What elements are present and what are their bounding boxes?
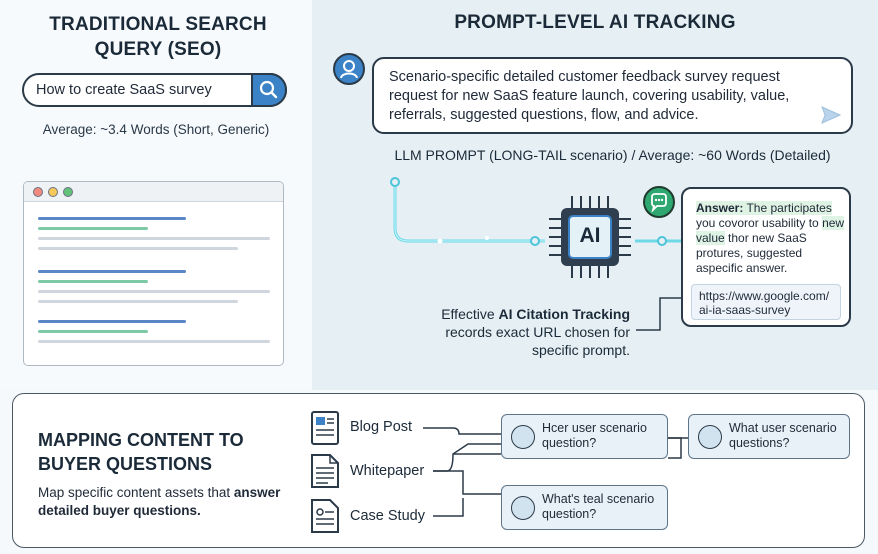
user-icon (511, 496, 535, 520)
user-icon (340, 60, 358, 79)
search-button[interactable] (251, 73, 287, 107)
chip-label: AI (579, 224, 601, 247)
mapping-description: Map specific content assets that answer … (38, 484, 298, 520)
mapping-title-line1: MAPPING CONTENT TO (38, 430, 244, 450)
seo-title-line2: QUERY (SEO) (94, 39, 222, 60)
result-line (38, 280, 148, 283)
ai-chip: AI (545, 192, 635, 282)
search-results-mockup (23, 181, 284, 366)
citation-rest: records exact URL chosen for specific pr… (445, 324, 630, 358)
document-icon (311, 454, 339, 488)
ai-tracking-title: PROMPT-LEVEL AI TRACKING (454, 12, 736, 33)
citation-pre: Effective (441, 306, 495, 322)
asset-case-study[interactable]: Case Study (350, 508, 425, 524)
answer-highlight-1: The participates (746, 201, 832, 215)
result-line (38, 227, 148, 230)
question-text: What user scenario questions? (729, 421, 837, 451)
send-icon[interactable] (821, 106, 841, 124)
result-line (38, 290, 270, 293)
seo-average-words: Average: ~3.4 Words (Short, Generic) (42, 122, 270, 137)
search-bar[interactable]: How to create SaaS survey (22, 73, 287, 107)
document-icon (311, 411, 339, 445)
ai-answer-text: Answer: The participates you covoror usa… (696, 201, 846, 276)
search-icon (259, 80, 278, 99)
question-line1: What user scenario (729, 421, 837, 435)
search-query-text: How to create SaaS survey (36, 82, 212, 98)
ai-answer-card: Answer: The participates you covoror usa… (681, 187, 851, 327)
question-line1: What's teal scenario (542, 492, 655, 506)
prompt-text: Scenario-specific detailed customer feed… (389, 69, 790, 123)
result-line (38, 330, 148, 333)
user-icon (698, 425, 722, 449)
asset-whitepaper[interactable]: Whitepaper (350, 463, 425, 479)
user-avatar (333, 53, 365, 85)
document-icon (311, 499, 339, 533)
browser-close-dot (33, 187, 43, 197)
browser-toolbar (24, 182, 283, 202)
question-text: What's teal scenario question? (542, 492, 654, 522)
buyer-question-card[interactable]: What user scenario questions? (688, 414, 850, 459)
cited-url-line2: ai-ia-saas-survey (699, 303, 791, 317)
user-icon (511, 425, 535, 449)
chat-bubble (643, 186, 675, 218)
mapping-desc-pre: Map specific content assets that (38, 485, 231, 500)
result-line (38, 237, 270, 240)
llm-prompt-bubble: Scenario-specific detailed customer feed… (372, 57, 853, 134)
chip-icon (549, 196, 631, 278)
result-line (38, 270, 186, 273)
mapping-title-line2: BUYER QUESTIONS (38, 454, 213, 474)
browser-maximize-dot (63, 187, 73, 197)
seo-title: TRADITIONAL SEARCH QUERY (SEO) (30, 12, 286, 62)
asset-blog-post[interactable]: Blog Post (350, 419, 413, 435)
chat-icon (651, 193, 667, 213)
mapping-desc-bold: answer detailed buyer questions. (38, 485, 281, 518)
result-line (38, 300, 238, 303)
mapping-title: MAPPING CONTENT TO BUYER QUESTIONS (38, 428, 244, 476)
buyer-question-card[interactable]: What's teal scenario question? (501, 485, 668, 530)
question-line2: question? (542, 436, 597, 450)
buyer-question-card[interactable]: Hcer user scenario question? (501, 414, 668, 459)
citation-tracking-note: Effective AI Citation Tracking records e… (400, 305, 630, 359)
result-line (38, 320, 186, 323)
llm-prompt-label: LLM PROMPT (LONG-TAIL scenario) / Averag… (394, 147, 831, 163)
result-line (38, 217, 186, 220)
result-line (38, 247, 238, 250)
browser-minimize-dot (48, 187, 58, 197)
seo-title-line1: TRADITIONAL SEARCH (49, 14, 267, 35)
question-line2: questions? (729, 436, 790, 450)
citation-bold: AI Citation Tracking (498, 306, 630, 322)
question-line1: Hcer user scenario (542, 421, 647, 435)
cited-url-line1: https://www.google.com/ (699, 289, 830, 303)
answer-text-1: you covoror usability to (696, 216, 819, 230)
question-line2: question? (542, 507, 597, 521)
question-text: Hcer user scenario question? (542, 421, 647, 451)
answer-label: Answer: (696, 201, 744, 215)
result-line (38, 340, 270, 343)
cited-url-text[interactable]: https://www.google.com/ ai-ia-saas-surve… (699, 289, 829, 317)
answer-text-2: thor new SaaS protures, suggested aspeci… (696, 231, 807, 275)
mapping-panel: MAPPING CONTENT TO BUYER QUESTIONS Map s… (12, 393, 865, 548)
cited-url[interactable]: https://www.google.com/ ai-ia-saas-surve… (691, 284, 841, 320)
